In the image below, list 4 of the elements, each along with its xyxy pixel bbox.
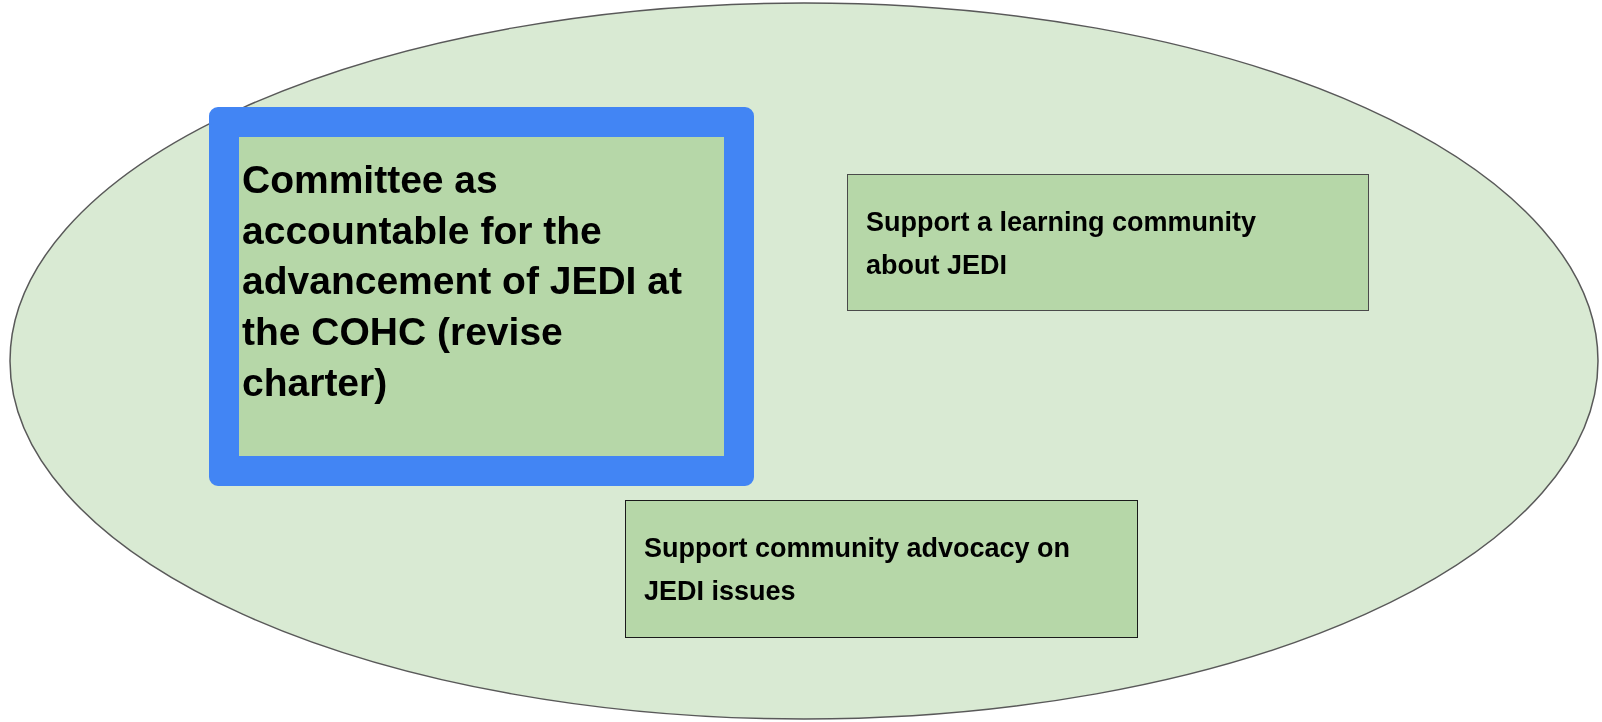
oval-region	[9, 2, 1599, 720]
goal-card: Support community advocacy on JEDI issues	[625, 500, 1138, 638]
goal-card: Support a learning community about JEDI	[847, 174, 1369, 311]
goal-card: Committee as accountable for the advancement of JEDI at the COHC (revise charter)	[209, 107, 754, 486]
